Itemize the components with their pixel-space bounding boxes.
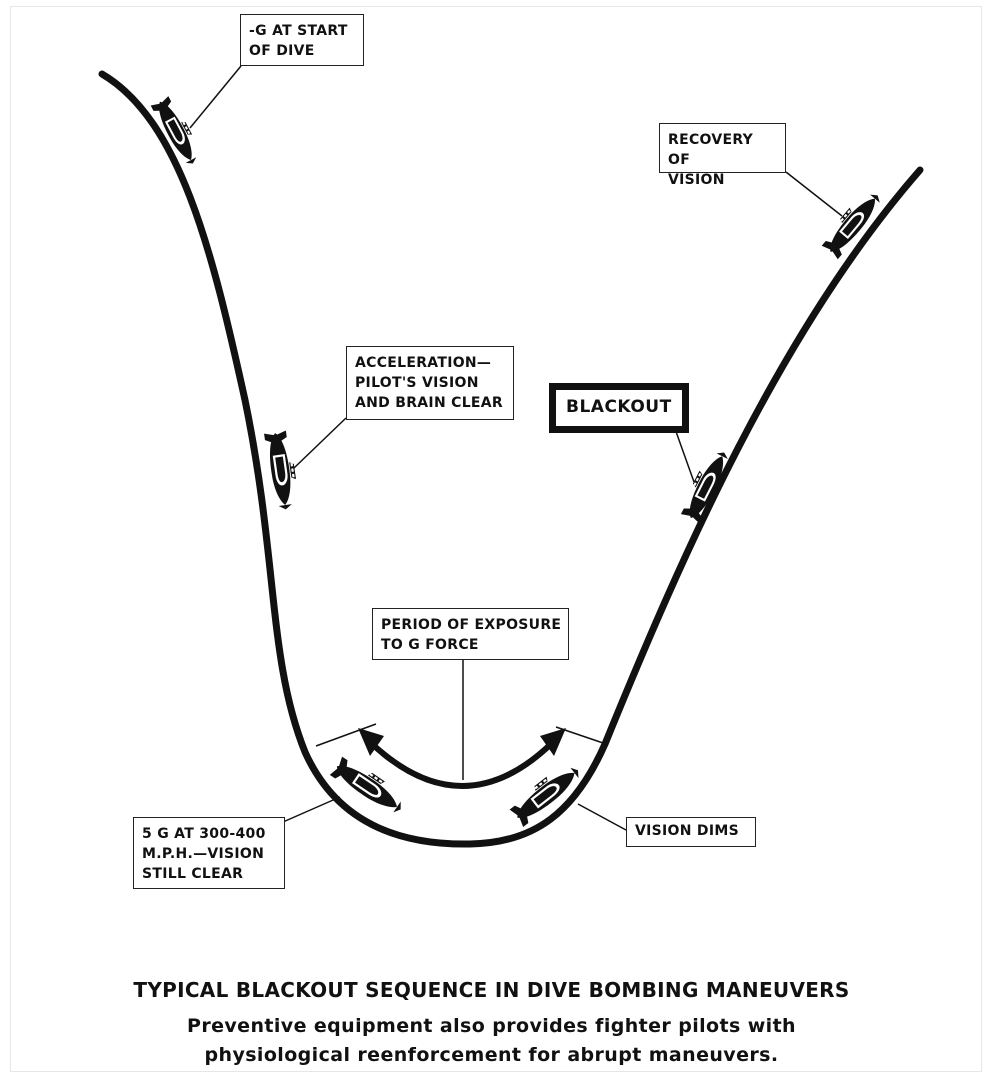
- double-arrow-icon: [358, 728, 566, 789]
- label-vision-dims: VISION DIMS: [626, 817, 756, 847]
- label-exposure: PERIOD OF EXPOSURE TO G FORCE: [372, 608, 569, 660]
- caption-subtitle: Preventive equipment also provides fight…: [0, 1012, 983, 1070]
- caption-subtitle-line-1: Preventive equipment also provides fight…: [187, 1015, 796, 1037]
- exposure-tick-left: [315, 723, 377, 747]
- label-start-of-dive: -G AT START OF DIVE: [240, 14, 364, 66]
- label-recovery: RECOVERY OF VISION: [659, 123, 786, 188]
- leader-vision-dims: [577, 803, 627, 831]
- caption-subtitle-line-2: physiological reenforcement for abrupt m…: [204, 1044, 779, 1066]
- flight-path: [98, 70, 924, 848]
- label-acceleration: ACCELERATION— PILOT'S VISION AND BRAIN C…: [346, 346, 514, 420]
- page-border: [10, 6, 982, 1072]
- leader-recovery: [785, 171, 843, 217]
- caption-title: TYPICAL BLACKOUT SEQUENCE IN DIVE BOMBIN…: [133, 978, 850, 1002]
- leader-start: [189, 65, 242, 129]
- leader-acceleration: [293, 417, 347, 469]
- label-five-g: 5 G AT 300-400 M.P.H.—VISION STILL CLEAR: [133, 817, 285, 889]
- airplane-icon: [264, 430, 300, 511]
- leader-blackout: [673, 425, 695, 483]
- label-blackout: BLACKOUT: [549, 383, 689, 433]
- leader-five-g: [282, 796, 341, 823]
